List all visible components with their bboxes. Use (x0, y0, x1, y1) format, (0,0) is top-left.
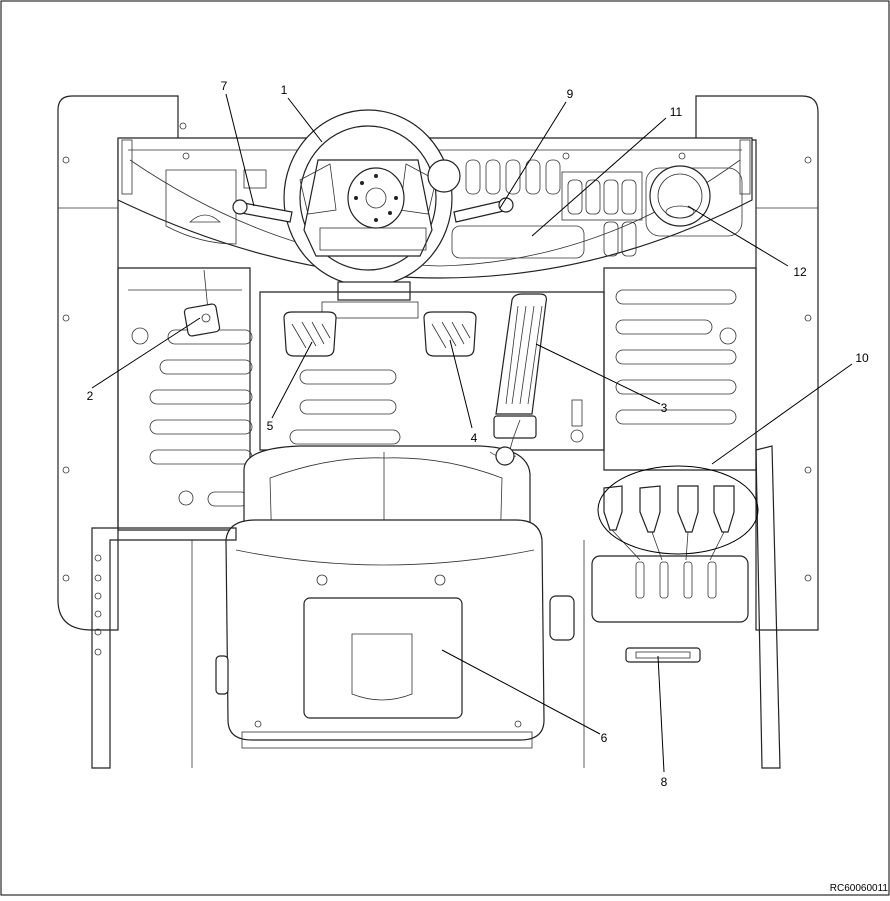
callout-4: 4 (471, 431, 478, 445)
turn-signal-lever (232, 199, 293, 223)
callout-10: 10 (855, 351, 869, 365)
callout-12: 12 (793, 265, 807, 279)
callout-2: 2 (87, 389, 94, 403)
callout-5: 5 (267, 419, 274, 433)
operator-seat (191, 419, 585, 768)
cup-holder (645, 165, 743, 237)
hydraulic-control-levers (591, 445, 781, 769)
floor-center (259, 291, 605, 451)
callout-6: 6 (601, 731, 608, 745)
callout-9: 9 (567, 87, 574, 101)
callout-10-ring (597, 465, 759, 555)
callout-1: 1 (281, 83, 288, 97)
steering-wheel (283, 109, 461, 301)
callout-3: 3 (661, 401, 668, 415)
brake-pedal-right (423, 311, 477, 357)
reference-code: RC60060011 (830, 883, 889, 894)
left-console (91, 527, 237, 769)
callout-11: 11 (670, 105, 683, 119)
parking-brake-pedal (183, 269, 221, 337)
floor-latch (625, 647, 701, 663)
leader-lines (91, 93, 853, 773)
callout-7: 7 (221, 79, 228, 93)
callout-8: 8 (661, 775, 668, 789)
floor-mat-left (117, 267, 253, 531)
accelerator-pedal (493, 293, 547, 439)
floor-mat-right (603, 267, 757, 471)
brake-pedal-left (283, 311, 337, 357)
